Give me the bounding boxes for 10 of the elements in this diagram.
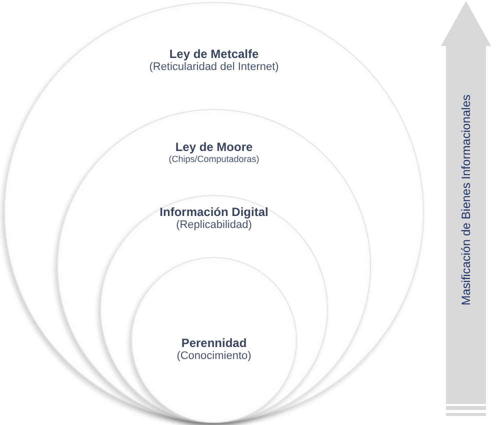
upward-arrow bbox=[440, 0, 492, 404]
circle-heading: Ley de Moore bbox=[174, 141, 254, 154]
circle-subtitle: (Reticularidad del Internet) bbox=[148, 61, 280, 73]
circle-subtitle: (Chips/Computadoras) bbox=[168, 154, 260, 164]
circle-heading: Información Digital bbox=[159, 206, 269, 219]
circle-heading: Perennidad bbox=[180, 337, 248, 350]
circle-heading: Ley de Metcalfe bbox=[168, 48, 260, 61]
circle-subtitle: (Conocimiento) bbox=[176, 350, 252, 362]
circle-subtitle: (Replicabilidad) bbox=[175, 219, 253, 231]
arrow-label: Masificación de Bienes Informacionales bbox=[459, 94, 473, 306]
